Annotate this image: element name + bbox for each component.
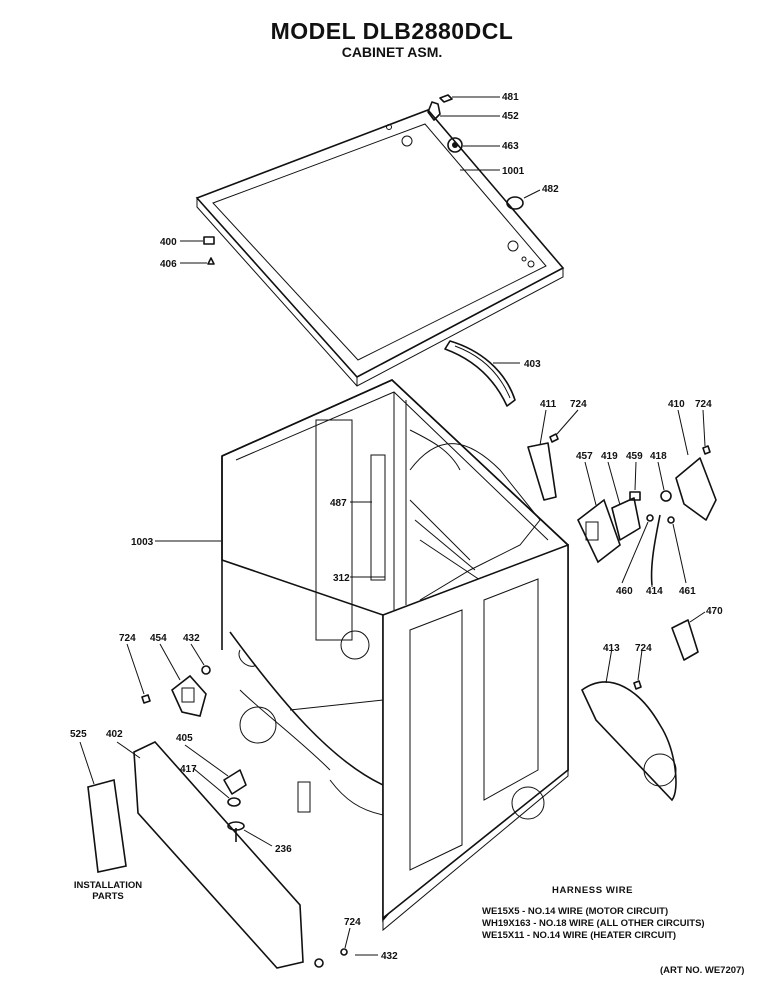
model-title: MODEL DLB2880DCL: [270, 18, 514, 44]
label-724-d: 724: [119, 633, 136, 644]
label-460: 460: [616, 586, 633, 597]
part-461-screw: [667, 516, 687, 584]
part-236-leveling-leg: [227, 821, 273, 847]
label-459: 459: [626, 451, 643, 462]
label-410: 410: [668, 399, 685, 410]
part-432-screw-b: [314, 954, 378, 968]
label-470: 470: [706, 606, 723, 617]
part-405-bracket: [184, 744, 247, 795]
part-481-clip: [439, 94, 500, 103]
harness-line-other: WH19X163 - NO.18 WIRE (ALL OTHER CIRCUIT…: [482, 918, 705, 929]
part-482-plug: [506, 189, 541, 210]
label-724-e: 724: [344, 917, 361, 928]
harness-line-heater: WE15X11 - NO.14 WIRE (HEATER CIRCUIT): [482, 930, 677, 941]
part-724-screw-b: [702, 409, 711, 455]
label-411: 411: [540, 399, 557, 410]
label-419: 419: [601, 451, 618, 462]
part-463-grommet: [447, 137, 500, 153]
label-236: 236: [275, 844, 292, 855]
cabinet-front-panel: [382, 543, 569, 932]
harness-line-motor: WE15X5 - NO.14 WIRE (MOTOR CIRCUIT): [482, 906, 669, 917]
part-403-seal: [444, 340, 520, 407]
part-418-thermostat: [657, 461, 672, 502]
part-413-duct: [580, 647, 677, 802]
part-724-screw-a: [549, 409, 579, 443]
harness-wire-title: HARNESS WIRE: [552, 885, 634, 896]
label-1003: 1003: [131, 537, 154, 548]
label-481: 481: [502, 92, 519, 103]
part-402-toe-panel: [116, 741, 304, 969]
label-454: 454: [150, 633, 167, 644]
part-724-screw-e: [340, 927, 351, 956]
label-413: 413: [603, 643, 620, 654]
label-1001: 1001: [502, 166, 525, 177]
label-405: 405: [176, 733, 193, 744]
part-452-bracket: [427, 101, 500, 121]
label-457: 457: [576, 451, 593, 462]
label-406: 406: [160, 259, 177, 270]
part-460-screw: [621, 514, 654, 584]
part-724-screw-d: [126, 643, 151, 704]
part-459-fastener: [629, 461, 641, 501]
label-724-c: 724: [635, 643, 652, 654]
assembly-subtitle: CABINET ASM.: [341, 44, 443, 60]
part-400-clip: [180, 236, 215, 245]
installation-line-2: PARTS: [92, 891, 124, 902]
label-487: 487: [330, 498, 347, 509]
label-414: 414: [646, 586, 663, 597]
part-406-screw: [180, 257, 215, 265]
label-400: 400: [160, 237, 177, 248]
label-432-b: 432: [381, 951, 398, 962]
label-463: 463: [502, 141, 519, 152]
label-452: 452: [502, 111, 519, 122]
top-panel-1001: [195, 109, 565, 387]
label-402: 402: [106, 729, 123, 740]
label-312: 312: [333, 573, 350, 584]
part-417-foot: [192, 767, 241, 807]
part-419-bracket: [607, 461, 641, 541]
part-457-switch: [576, 461, 621, 564]
label-417: 417: [180, 764, 197, 775]
label-525: 525: [70, 729, 87, 740]
label-482: 482: [542, 184, 559, 195]
part-410-bracket: [675, 409, 717, 521]
part-724-screw-c: [633, 649, 643, 690]
art-number: (ART NO. WE7207): [660, 965, 745, 976]
part-525-literature: [79, 741, 127, 873]
installation-parts-label: INSTALLATION PARTS: [70, 880, 146, 902]
label-461: 461: [679, 586, 696, 597]
label-432-a: 432: [183, 633, 200, 644]
label-418: 418: [650, 451, 667, 462]
part-470-cover: [671, 611, 706, 661]
part-411-bracket: [527, 409, 557, 501]
part-454-hinge: [159, 643, 207, 717]
part-414-wire: [650, 514, 661, 587]
installation-line-1: INSTALLATION: [73, 880, 143, 891]
part-432-screw-a: [190, 643, 211, 675]
label-724-b: 724: [695, 399, 712, 410]
label-724-a: 724: [570, 399, 587, 410]
label-403: 403: [524, 359, 541, 370]
